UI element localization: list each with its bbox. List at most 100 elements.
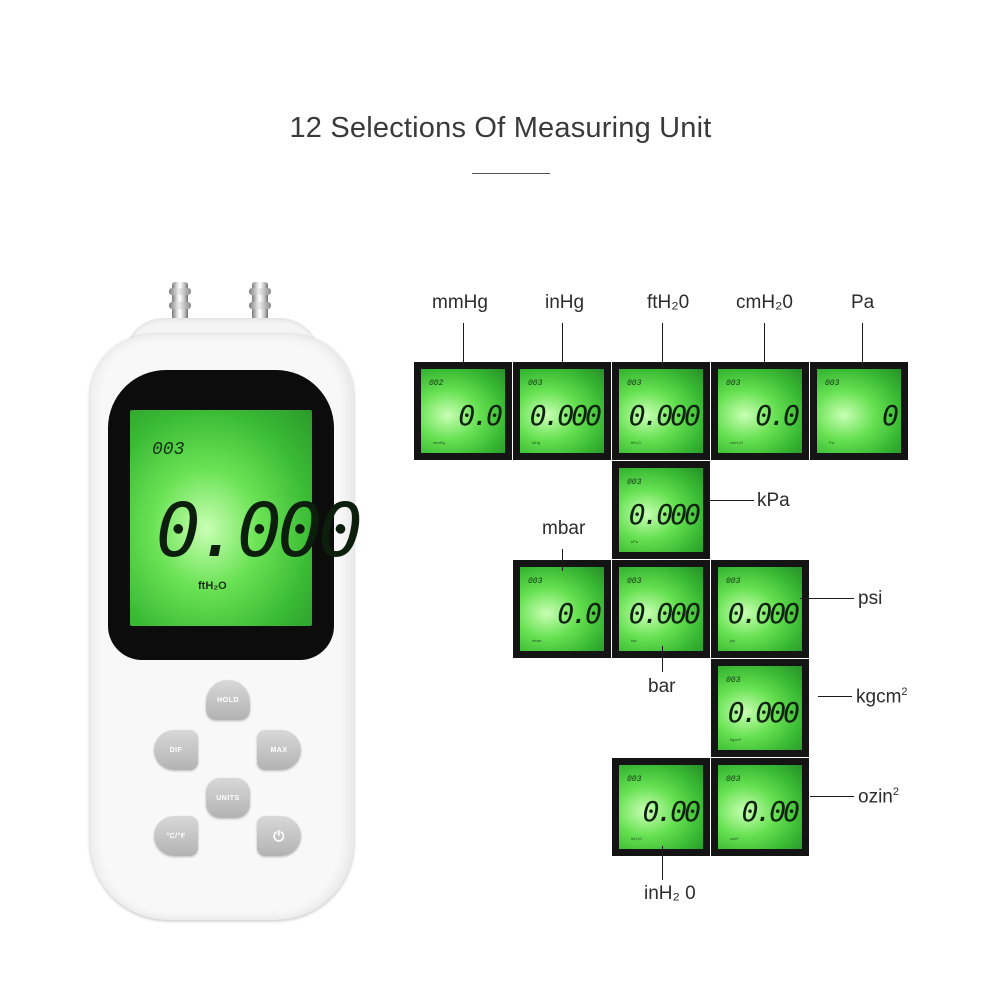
- leader-line: [662, 323, 663, 368]
- temperature-unit-button[interactable]: °C/°F: [154, 816, 198, 856]
- unit-tile: 003 0.000 psi: [711, 560, 809, 658]
- tile-unit: ftH₂O: [631, 440, 641, 445]
- power-button[interactable]: ⏻: [257, 816, 301, 856]
- leader-line: [710, 500, 754, 501]
- right-pressure-port: [249, 282, 271, 324]
- tile-unit: psi: [730, 638, 736, 643]
- unit-label: mmHg: [432, 292, 488, 313]
- tile-value: 0.0: [458, 399, 503, 432]
- tile-channel: 003: [627, 478, 642, 487]
- tile-value: 0.000: [727, 597, 800, 630]
- unit-label: mbar: [542, 518, 586, 539]
- tile-value: 0.000: [628, 498, 701, 531]
- unit-tile: 003 0.000 ftH₂O: [612, 362, 710, 460]
- unit-tile: 002 0.0 mmHg: [414, 362, 512, 460]
- leader-line: [764, 323, 765, 368]
- unit-tile: 003 0.000 bar: [612, 560, 710, 658]
- unit-label: Pa: [851, 292, 875, 313]
- tile-channel: 003: [627, 577, 642, 586]
- tile-unit: kgcm²: [730, 737, 741, 742]
- leader-line: [862, 323, 863, 368]
- dif-button[interactable]: DIF: [154, 730, 198, 770]
- tile-value: 0.000: [529, 399, 602, 432]
- tile-value: 0.0: [755, 399, 800, 432]
- tile-unit: mbar: [532, 638, 542, 643]
- tile-unit: cmH₂O: [730, 440, 743, 445]
- tile-lcd: 003 0.000 kgcm²: [718, 666, 802, 750]
- unit-tile: 003 0.00 ozin²: [711, 758, 809, 856]
- tile-unit: inH₂O: [631, 836, 642, 841]
- tile-value: 0.000: [628, 399, 701, 432]
- leader-line: [562, 549, 563, 571]
- tile-unit: inHg: [532, 440, 541, 445]
- leader-line: [562, 323, 563, 368]
- unit-tile: 003 0.00 inH₂O: [612, 758, 710, 856]
- max-button[interactable]: MAX: [257, 730, 301, 770]
- unit-label: bar: [648, 676, 676, 697]
- tile-lcd: 003 0.00 inH₂O: [619, 765, 703, 849]
- tile-lcd: 003 0.0 mbar: [520, 567, 604, 651]
- tile-lcd: 003 0.000 psi: [718, 567, 802, 651]
- leader-line: [662, 846, 663, 880]
- tile-unit: Pa: [829, 440, 834, 445]
- tile-channel: 003: [528, 577, 543, 586]
- unit-label: kPa: [757, 490, 790, 511]
- tile-channel: 003: [726, 379, 741, 388]
- tile-lcd: 003 0.0 cmH₂O: [718, 369, 802, 453]
- leader-line: [810, 796, 854, 797]
- page-title: 12 Selections Of Measuring Unit: [289, 112, 712, 144]
- leader-line: [662, 646, 663, 672]
- tile-unit: mmHg: [433, 440, 445, 445]
- tile-channel: 003: [726, 775, 741, 784]
- tile-channel: 003: [726, 676, 741, 685]
- unit-tile: 003 0.000 inHg: [513, 362, 611, 460]
- tile-value: 0.00: [741, 795, 800, 828]
- lcd-reading: 0.000: [156, 488, 363, 574]
- unit-label: psi: [858, 588, 883, 609]
- tile-channel: 003: [627, 379, 642, 388]
- tile-value: 0.000: [727, 696, 800, 729]
- tile-unit: ozin²: [730, 836, 739, 841]
- unit-tile: 003 0.000 kPa: [612, 461, 710, 559]
- tile-value: 0: [882, 399, 899, 432]
- unit-label: cmH₂0: [736, 292, 793, 313]
- tile-lcd: 002 0.0 mmHg: [421, 369, 505, 453]
- leader-line: [818, 696, 852, 697]
- tile-channel: 003: [825, 379, 840, 388]
- title-underline: [472, 173, 550, 174]
- tile-value: 0.00: [642, 795, 701, 828]
- tile-lcd: 003 0.000 ftH₂O: [619, 369, 703, 453]
- tile-value: 0.000: [628, 597, 701, 630]
- unit-label: inH₂ 0: [644, 883, 696, 904]
- lcd-unit: ftH₂O: [198, 580, 227, 592]
- manometer-device: 003 0.000 ftH₂O HOLD DIF MAX UNITS °C/°F…: [86, 282, 363, 922]
- unit-tile: 003 0.0 cmH₂O: [711, 362, 809, 460]
- power-icon: ⏻: [273, 827, 285, 844]
- tile-value: 0.0: [557, 597, 602, 630]
- leader-line: [800, 598, 854, 599]
- hold-button[interactable]: HOLD: [206, 680, 250, 720]
- unit-label: inHg: [545, 292, 585, 313]
- device-lcd-screen: 003 0.000 ftH₂O: [130, 410, 363, 626]
- unit-label: ozin2: [858, 786, 899, 808]
- tile-channel: 003: [627, 775, 642, 784]
- lcd-channel: 003: [152, 440, 185, 460]
- tile-channel: 003: [528, 379, 543, 388]
- unit-label: ftH₂0: [647, 292, 690, 313]
- tile-channel: 003: [726, 577, 741, 586]
- tile-lcd: 003 0.000 inHg: [520, 369, 604, 453]
- tile-lcd: 003 0.000 bar: [619, 567, 703, 651]
- unit-tile: 003 0.000 kgcm²: [711, 659, 809, 757]
- tile-channel: 002: [429, 379, 444, 388]
- unit-label: kgcm2: [856, 686, 908, 708]
- leader-line: [463, 323, 464, 368]
- unit-tile: 003 0.0 mbar: [513, 560, 611, 658]
- tile-unit: kPa: [631, 539, 638, 544]
- tile-lcd: 003 0.00 ozin²: [718, 765, 802, 849]
- left-pressure-port: [169, 282, 191, 324]
- tile-unit: bar: [631, 638, 637, 643]
- units-button[interactable]: UNITS: [206, 778, 250, 818]
- tile-lcd: 003 0.000 kPa: [619, 468, 703, 552]
